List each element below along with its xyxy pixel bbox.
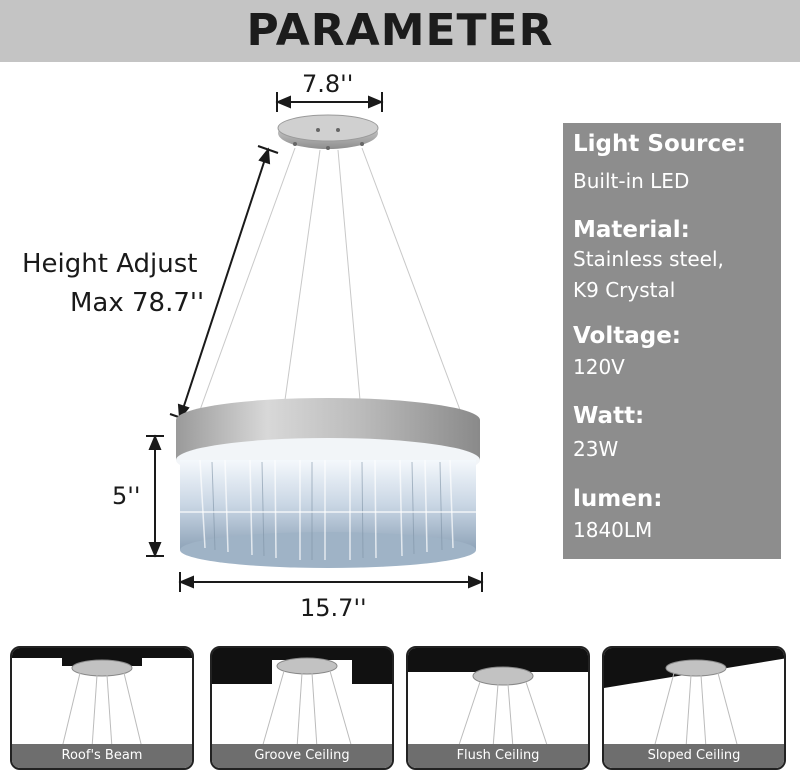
spec-value-light-source: Built-in LED: [573, 169, 690, 193]
canopy-width-label: 7.8'': [302, 70, 354, 98]
page-title: PARAMETER: [246, 5, 554, 56]
suspension-wires: [199, 147, 461, 411]
mount-option-flush-ceiling: Flush Ceiling: [406, 646, 590, 770]
spec-value-watt: 23W: [573, 437, 619, 461]
mount-label-groove-ceiling: Groove Ceiling: [212, 744, 392, 768]
spec-panel: Light Source: Built-in LED Material: Sta…: [563, 123, 781, 559]
height-adjust-arrow: [169, 145, 279, 422]
canopy-width-arrow: [275, 92, 384, 112]
groove-ceiling-illustration: [212, 648, 392, 749]
mount-label-flush-ceiling: Flush Ceiling: [408, 744, 588, 768]
spec-key-voltage: Voltage:: [573, 323, 682, 349]
mount-option-groove-ceiling: Groove Ceiling: [210, 646, 394, 770]
spec-key-lumen: lumen:: [573, 486, 663, 512]
mount-option-sloped-ceiling: Sloped Ceiling: [602, 646, 786, 770]
crystal-ring: [176, 398, 480, 568]
height-adjust-label-line2: Max 78.7'': [70, 288, 205, 318]
spec-key-light-source: Light Source:: [573, 131, 746, 157]
roof-beam-illustration: [12, 648, 192, 749]
body-height-arrow: [146, 434, 164, 558]
spec-value-material: Stainless steel,: [573, 247, 724, 271]
flush-ceiling-illustration: [408, 648, 588, 749]
sloped-ceiling-illustration: [604, 648, 784, 749]
diameter-label: 15.7'': [300, 594, 367, 622]
spec-key-material: Material:: [573, 217, 690, 243]
spec-value-voltage: 120V: [573, 355, 625, 379]
mount-label-roof-beam: Roof's Beam: [12, 744, 192, 768]
spec-key-watt: Watt:: [573, 403, 645, 429]
mount-option-roof-beam: Roof's Beam: [10, 646, 194, 770]
spec-value-lumen: 1840LM: [573, 518, 653, 542]
ceiling-canopy: [277, 114, 379, 150]
height-adjust-label-line1: Height Adjust: [22, 249, 198, 279]
header-bar: PARAMETER: [0, 0, 800, 62]
body-height-label: 5'': [112, 482, 141, 510]
diameter-arrow: [178, 572, 484, 592]
spec-value-material-2: K9 Crystal: [573, 278, 676, 302]
chandelier-illustration: [146, 92, 484, 592]
mount-label-sloped-ceiling: Sloped Ceiling: [604, 744, 784, 768]
